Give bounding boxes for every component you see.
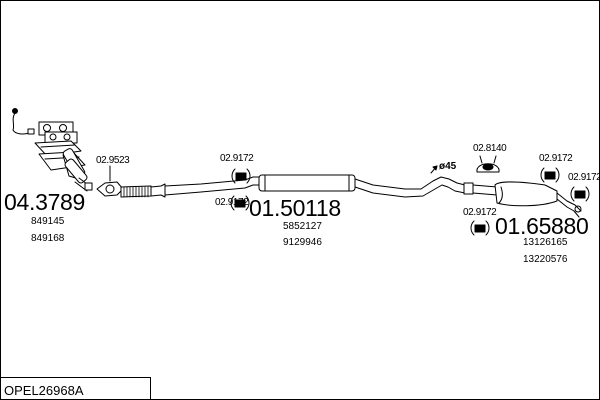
- part-number-mount-ring: 02.8140: [473, 143, 507, 154]
- part-number-rubber-mount-5: 02.9172: [568, 172, 600, 183]
- oe-ref-middle-silencer-2: 9129946: [283, 237, 322, 248]
- part-number-rubber-mount-3: 02.9172: [539, 153, 573, 164]
- exhaust-manifold-icon: [34, 121, 93, 192]
- rear-silencer-icon: [472, 181, 582, 218]
- middle-silencer-icon: [258, 174, 356, 192]
- rubber-mount-icon: [570, 186, 590, 202]
- drawing-code: OPEL26968A: [4, 383, 84, 398]
- oe-ref-manifold-1: 849145: [31, 216, 65, 227]
- oe-ref-manifold-2: 849168: [31, 233, 65, 244]
- lambda-sensor-icon: [12, 108, 35, 135]
- part-number-rubber-mount-4: 02.9172: [463, 207, 497, 218]
- flange-clamp-icon: [96, 181, 124, 197]
- pipe-diameter-label: ø45: [439, 161, 457, 172]
- part-number-front-clamp: 02.9523: [96, 155, 130, 166]
- oe-ref-middle-silencer-1: 5852127: [283, 221, 322, 232]
- intermediate-pipe-icon: [354, 176, 474, 198]
- mount-ring-icon: [476, 155, 500, 173]
- rubber-mount-icon: [470, 220, 490, 236]
- rubber-mount-icon: [231, 168, 251, 184]
- rubber-mount-icon: [540, 167, 560, 183]
- drawing-code-box: OPEL26968A: [1, 377, 151, 399]
- part-number-manifold: 04.3789: [4, 189, 86, 215]
- part-number-rear-silencer: 01.65880: [495, 213, 589, 239]
- oe-ref-rear-silencer-2: 13220576: [523, 254, 568, 265]
- part-number-middle-silencer: 01.50118: [249, 195, 341, 221]
- part-number-rubber-mount-1: 02.9172: [220, 153, 254, 164]
- oe-ref-rear-silencer-1: 13126165: [523, 237, 568, 248]
- rubber-mount-icon: [230, 195, 250, 211]
- front-pipe-icon: [120, 176, 260, 198]
- part-number-rubber-mount-2: 02.9172: [215, 197, 249, 208]
- diameter-arrow-icon: [430, 165, 438, 174]
